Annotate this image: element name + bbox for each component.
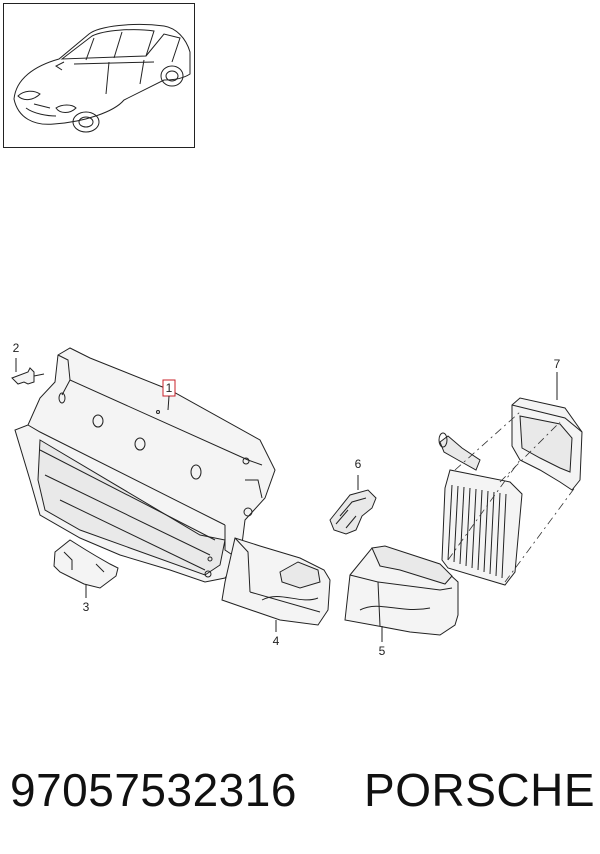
radiator-fins <box>447 484 507 579</box>
part-5-side-air-duct <box>344 545 459 642</box>
part-1-air-guide-panel <box>14 347 276 583</box>
callout-2: 2 <box>13 341 20 355</box>
part-4-lower-air-duct <box>221 537 331 632</box>
part-3-bracket <box>53 539 119 598</box>
part-number: 97057532316 <box>10 764 297 816</box>
part-2-fastener-clip <box>11 358 45 385</box>
part-6-duct-piece <box>329 475 377 535</box>
callout-1: 1 <box>162 379 176 411</box>
callout-6: 6 <box>355 457 362 471</box>
exploded-parts-diagram: 1 2 3 4 5 6 7 <box>11 341 583 658</box>
brand-name: PORSCHE <box>364 764 595 816</box>
footer-caption: 97057532316 PORSCHE <box>10 755 595 825</box>
svg-text:1: 1 <box>166 381 173 395</box>
car-illustration <box>13 23 191 133</box>
vehicle-thumbnail <box>3 3 195 148</box>
callout-4: 4 <box>273 634 280 648</box>
callout-3: 3 <box>83 600 90 614</box>
callout-5: 5 <box>379 644 386 658</box>
part-7-cooler-assembly <box>438 372 583 586</box>
callout-7: 7 <box>554 357 561 371</box>
